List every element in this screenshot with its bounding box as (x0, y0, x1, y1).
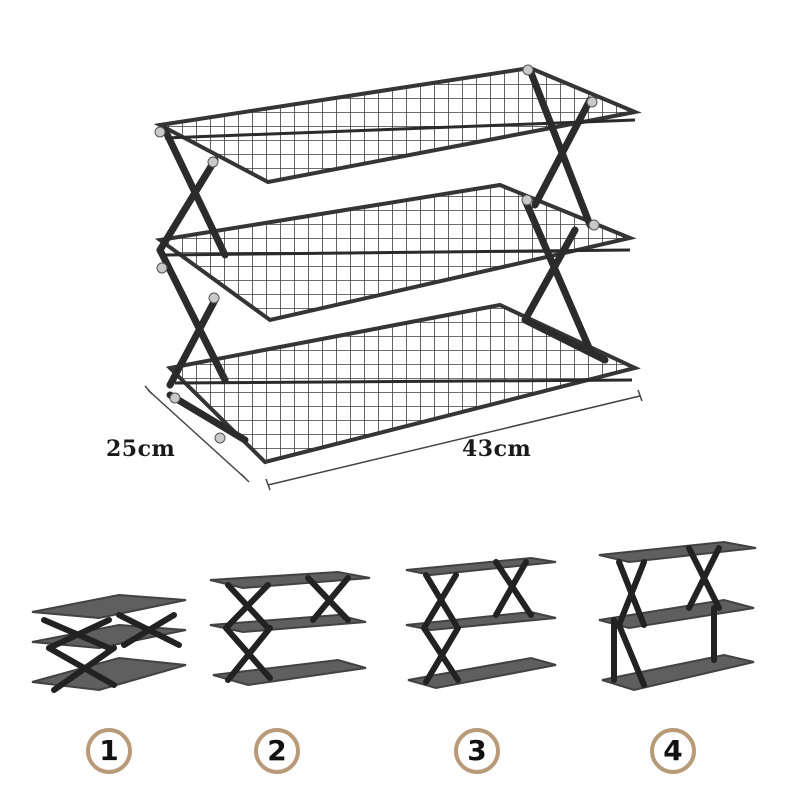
depth-dimension-label: 25cm (106, 436, 176, 462)
middle-shelf (154, 182, 637, 323)
hinge-pins (154, 64, 600, 444)
dimension-lines (144, 385, 643, 491)
rack-folded-image (31, 593, 187, 693)
assembly-step-3: 3 (396, 530, 586, 790)
step-number-badge: 3 (454, 728, 500, 774)
step-number-badge: 4 (650, 728, 696, 774)
shelf-rack-main-image (144, 64, 643, 491)
step-number-badge: 1 (86, 728, 132, 774)
assembly-step-4: 4 (594, 530, 784, 790)
bottom-shelf (165, 302, 641, 465)
rack-fully-unfolded-image (598, 540, 757, 692)
width-dimension-label: 43cm (462, 436, 532, 462)
top-shelf (153, 65, 642, 185)
rack-partially-unfolded-image (209, 570, 371, 687)
step-number-badge: 2 (254, 728, 300, 774)
rack-mostly-unfolded-image (405, 556, 557, 690)
assembly-step-2: 2 (198, 530, 388, 790)
assembly-step-1: 1 (14, 530, 204, 790)
